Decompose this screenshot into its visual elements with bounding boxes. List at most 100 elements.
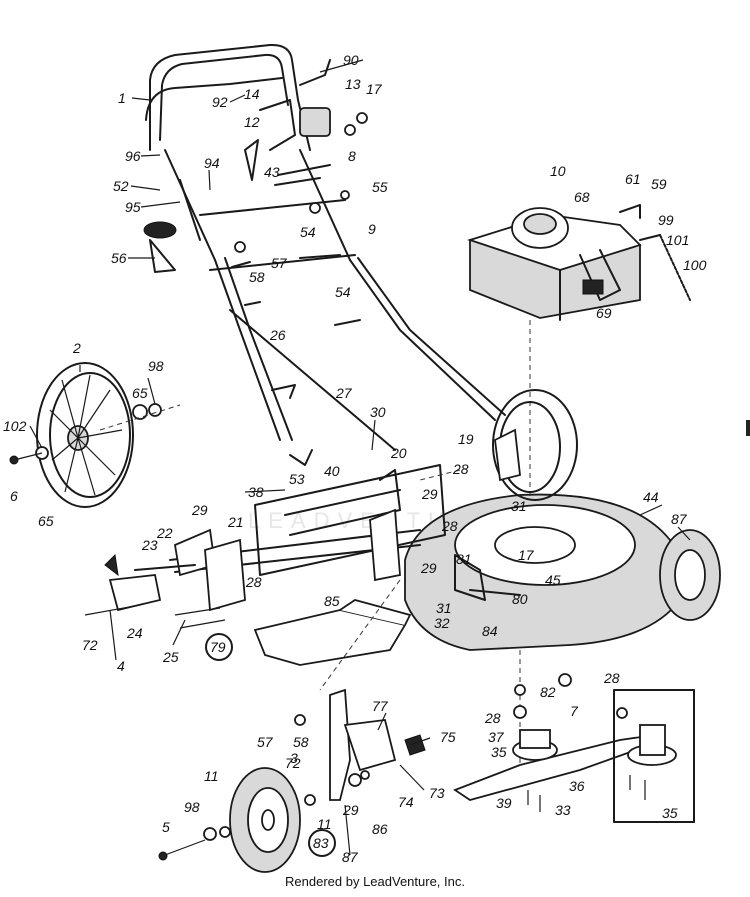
callout-4: 4 [117, 658, 125, 674]
callout-36: 36 [569, 778, 585, 794]
callout-58b: 58 [293, 734, 309, 750]
callout-55: 55 [372, 179, 388, 195]
callout-83: 83 [313, 835, 329, 851]
callout-6: 6 [10, 488, 18, 504]
callout-44: 44 [643, 489, 659, 505]
callout-84: 84 [482, 623, 498, 639]
callout-2: 2 [72, 340, 81, 356]
edge-mark [746, 420, 750, 436]
callout-59: 59 [651, 176, 667, 192]
callout-28d: 28 [603, 670, 620, 686]
callout-27: 27 [335, 385, 353, 401]
callout-73: 73 [429, 785, 445, 801]
callout-72b: 72 [285, 755, 301, 771]
callout-98a: 98 [148, 358, 164, 374]
callout-23: 23 [141, 537, 158, 553]
callout-99: 99 [658, 212, 674, 228]
callout-1: 1 [118, 90, 126, 106]
callout-102: 102 [3, 418, 27, 434]
callout-58a: 58 [249, 269, 265, 285]
callout-40: 40 [324, 463, 340, 479]
callout-8: 8 [348, 148, 356, 164]
callout-20: 20 [390, 445, 407, 461]
callout-9: 9 [368, 221, 376, 237]
callout-92: 92 [212, 94, 228, 110]
callout-53: 53 [289, 471, 305, 487]
callout-29a: 29 [191, 502, 208, 518]
callout-77: 77 [372, 698, 389, 714]
callout-56: 56 [111, 250, 127, 266]
callout-29c: 29 [420, 560, 437, 576]
callout-10: 10 [550, 163, 566, 179]
callout-74: 74 [398, 794, 414, 810]
callout-30: 30 [370, 404, 386, 420]
callout-96: 96 [125, 148, 141, 164]
callout-28b: 28 [245, 574, 262, 590]
callout-11a: 11 [204, 768, 219, 784]
callout-72a: 72 [82, 637, 98, 653]
callout-31b: 31 [436, 600, 452, 616]
callout-61: 61 [625, 171, 641, 187]
callout-65a: 65 [132, 385, 148, 401]
rear-wheel-left [9, 362, 181, 508]
callout-32: 32 [434, 615, 450, 631]
callout-82: 82 [540, 684, 556, 700]
callout-79: 79 [210, 639, 226, 655]
callout-80: 80 [512, 591, 528, 607]
callout-31a: 31 [511, 498, 527, 514]
callout-17b: 17 [518, 547, 535, 563]
callout-labels: 1 2 3 4 5 6 7 8 9 10 11 11 12 13 14 17 1… [3, 52, 707, 865]
callout-57a: 57 [271, 255, 288, 271]
callout-45: 45 [545, 572, 561, 588]
leader-lines [29, 59, 691, 856]
callout-28a: 28 [452, 461, 469, 477]
callout-54b: 54 [335, 284, 351, 300]
callout-17a: 17 [366, 81, 383, 97]
callout-22: 22 [156, 525, 173, 541]
callout-86: 86 [372, 821, 388, 837]
callout-101: 101 [666, 232, 689, 248]
callout-69: 69 [596, 305, 612, 321]
handle-assembly [143, 43, 506, 466]
footer-credit: Rendered by LeadVenture, Inc. [285, 874, 465, 889]
callout-95: 95 [125, 199, 141, 215]
callout-5: 5 [162, 819, 170, 835]
callout-85: 85 [324, 593, 340, 609]
callout-25: 25 [162, 649, 179, 665]
callout-37: 37 [488, 729, 505, 745]
callout-81: 81 [456, 551, 472, 567]
callout-54a: 54 [300, 224, 316, 240]
callout-26: 26 [269, 327, 286, 343]
callout-28c: 28 [441, 518, 458, 534]
callout-87a: 87 [671, 511, 688, 527]
callout-29b: 29 [421, 486, 438, 502]
callout-13: 13 [345, 76, 361, 92]
callout-35b: 35 [662, 805, 678, 821]
callout-75: 75 [440, 729, 456, 745]
callout-29d: 29 [342, 802, 359, 818]
front-wheel-assembly [158, 684, 526, 873]
callout-3: 3 [290, 750, 298, 766]
rear-wheel-right [492, 389, 578, 501]
callout-35a: 35 [491, 744, 507, 760]
callout-11b: 11 [317, 816, 332, 832]
callout-28e: 28 [484, 710, 501, 726]
callout-19: 19 [458, 431, 474, 447]
callout-24: 24 [126, 625, 143, 641]
engine [467, 204, 691, 321]
callout-90: 90 [343, 52, 359, 68]
callout-65b: 65 [38, 513, 54, 529]
callout-100: 100 [683, 257, 707, 273]
callout-87b: 87 [342, 849, 359, 865]
callout-39: 39 [496, 795, 512, 811]
mower-deck [84, 320, 721, 780]
callout-43: 43 [264, 164, 280, 180]
callout-21: 21 [227, 514, 244, 530]
blade-assembly [453, 673, 695, 823]
callout-33: 33 [555, 802, 571, 818]
callout-94: 94 [204, 155, 220, 171]
callout-7: 7 [570, 703, 579, 719]
callout-98b: 98 [184, 799, 200, 815]
callout-57b: 57 [257, 734, 274, 750]
